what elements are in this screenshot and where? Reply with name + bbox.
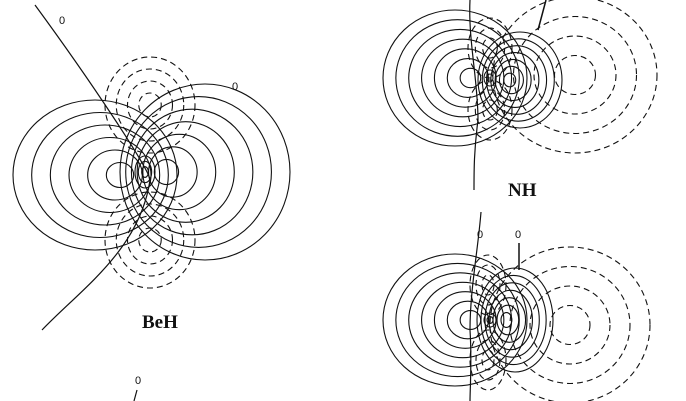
zero-contour-line-beh	[34, 4, 151, 331]
positive-contour	[136, 121, 235, 223]
positive-contour	[459, 67, 482, 89]
nucleus-contour	[486, 315, 494, 325]
negative-contour	[467, 79, 513, 141]
negative-contour	[104, 56, 196, 154]
positive-contour	[395, 262, 520, 378]
negative-contour	[138, 92, 162, 118]
negative-contour	[549, 304, 591, 346]
negative-contour	[489, 246, 651, 401]
positive-contour	[382, 9, 528, 147]
positive-contour	[498, 65, 524, 95]
negative-contour	[126, 215, 174, 265]
positive-contour	[486, 45, 548, 115]
negative-contour	[482, 37, 498, 59]
negative-contour	[115, 68, 185, 142]
positive-contour	[421, 281, 505, 359]
negative-contour	[482, 99, 498, 121]
positive-contour	[119, 83, 291, 261]
positive-contour	[503, 72, 517, 88]
positive-contour	[382, 253, 528, 387]
positive-contour	[488, 289, 533, 351]
zero-contour-line-lower	[133, 389, 138, 401]
positive-contour	[153, 158, 180, 186]
positive-contour	[49, 124, 161, 226]
negative-contour	[474, 89, 506, 131]
pointer-arrow-nh	[537, 0, 547, 31]
positive-contour	[446, 300, 489, 340]
positive-contour	[130, 108, 254, 236]
negative-contour	[553, 54, 597, 96]
contour-zero-label: 0	[59, 15, 66, 27]
nucleus-contour	[134, 155, 156, 189]
negative-contour	[512, 15, 638, 135]
positive-contour	[500, 312, 513, 328]
nucleus-contour	[141, 166, 149, 178]
negative-contour	[475, 264, 501, 306]
positive-contour	[484, 282, 540, 358]
contour-zero-label: 0	[232, 81, 239, 93]
positive-contour	[496, 304, 520, 336]
nucleus-contour	[486, 73, 494, 83]
negative-contour	[104, 191, 196, 289]
zero-contour-line-nh	[469, 0, 479, 191]
positive-contour	[480, 274, 547, 366]
negative-contour	[481, 274, 495, 296]
negative-contour	[481, 349, 495, 371]
negative-contour	[126, 80, 174, 130]
positive-contour	[125, 96, 272, 248]
negative-contour	[138, 227, 162, 253]
molecule-label-beh: BeH	[142, 312, 178, 333]
positive-contour	[395, 19, 520, 137]
nucleus-contour	[483, 312, 497, 328]
molecule-label-nh: NH	[508, 180, 537, 201]
negative-contour	[529, 285, 611, 365]
positive-contour	[408, 28, 513, 128]
negative-contour	[474, 27, 506, 69]
contour-zero-label: 0	[515, 229, 522, 241]
positive-contour	[31, 111, 169, 239]
negative-contour	[469, 254, 507, 316]
nucleus-contour	[483, 69, 497, 87]
positive-contour	[481, 38, 555, 122]
positive-contour	[477, 31, 563, 129]
negative-contour	[115, 203, 185, 277]
negative-contour	[467, 17, 513, 79]
negative-contour	[475, 339, 501, 381]
positive-contour	[148, 146, 198, 198]
negative-contour	[492, 0, 658, 154]
nucleus-contour	[137, 160, 153, 184]
contour-zero-label: 0	[477, 229, 484, 241]
negative-contour	[533, 35, 617, 115]
positive-contour	[12, 99, 178, 251]
positive-contour	[494, 58, 532, 102]
contour-zero-label: 0	[135, 375, 142, 387]
positive-contour	[142, 133, 217, 211]
negative-contour	[509, 265, 631, 385]
negative-contour	[469, 329, 507, 391]
